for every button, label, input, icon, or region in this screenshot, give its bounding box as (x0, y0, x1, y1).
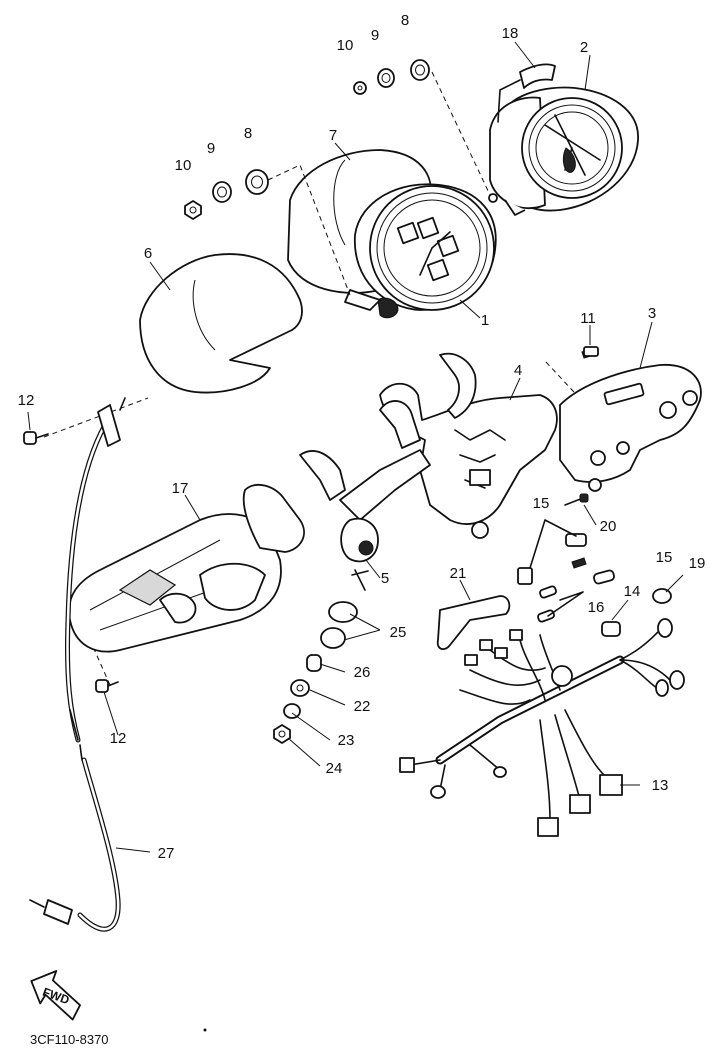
callout-23: 23 (338, 732, 355, 749)
callout-4: 4 (514, 362, 522, 379)
callout-12-upper: 12 (18, 392, 35, 409)
bolt-11 (583, 346, 599, 357)
part-18-bracket (519, 63, 556, 89)
callout-5: 5 (381, 570, 389, 587)
callout-9-lower: 9 (207, 140, 215, 157)
callout-19: 19 (689, 555, 706, 572)
part-13-wire-harness (399, 618, 685, 837)
callout-16: 16 (588, 599, 605, 616)
bolt-12-lower (95, 679, 119, 693)
callout-7: 7 (329, 127, 337, 144)
figure-code: 3CF110-8370 (30, 1032, 109, 1047)
callout-14: 14 (624, 583, 641, 600)
callout-labels: 2 18 8 9 10 8 9 10 7 6 1 11 3 4 12 17 15… (18, 12, 706, 862)
handlebar-clamp-assembly (242, 400, 431, 591)
callout-15-upper: 15 (533, 495, 550, 512)
screw-20 (564, 493, 589, 506)
bolt-12-upper (23, 431, 49, 445)
speedometer-assembly (488, 86, 639, 216)
callout-10-upper: 10 (337, 37, 354, 54)
callout-15-lower: 15 (656, 549, 673, 566)
callout-17: 17 (172, 480, 189, 497)
part-21-clip (436, 595, 511, 651)
part-4-indicator-bracket (379, 352, 558, 539)
callout-8-upper: 8 (401, 12, 409, 29)
callout-26: 26 (354, 664, 371, 681)
callout-20: 20 (600, 518, 617, 535)
callout-1: 1 (481, 312, 489, 329)
callout-11: 11 (580, 310, 596, 327)
callout-21: 21 (450, 565, 467, 582)
part-17-lower-housing (68, 513, 282, 653)
callout-24: 24 (326, 760, 343, 777)
part-6-meter-cover (139, 253, 303, 394)
leader-lines (27, 41, 684, 853)
grommet-stack (273, 601, 358, 744)
callout-12-lower: 12 (110, 730, 127, 747)
callout-2: 2 (580, 39, 588, 56)
callout-10-lower: 10 (175, 157, 192, 174)
callout-3: 3 (648, 305, 656, 322)
callout-22: 22 (354, 698, 371, 715)
washer-nut-set-lower (184, 169, 269, 220)
callout-13: 13 (652, 777, 669, 794)
callout-9-upper: 9 (371, 27, 379, 44)
part-3-bracket-plate (559, 346, 702, 492)
callout-18: 18 (502, 25, 519, 42)
part-1-tachometer (344, 183, 497, 319)
forward-arrow-icon: FWD (30, 970, 81, 1021)
callout-6: 6 (144, 245, 152, 262)
bulb-sockets (517, 519, 672, 637)
washer-nut-set-upper (353, 59, 430, 95)
callout-8-lower: 8 (244, 125, 252, 142)
callout-27: 27 (158, 845, 175, 862)
part-27-speedometer-cable (29, 397, 126, 932)
callout-25: 25 (390, 624, 407, 641)
